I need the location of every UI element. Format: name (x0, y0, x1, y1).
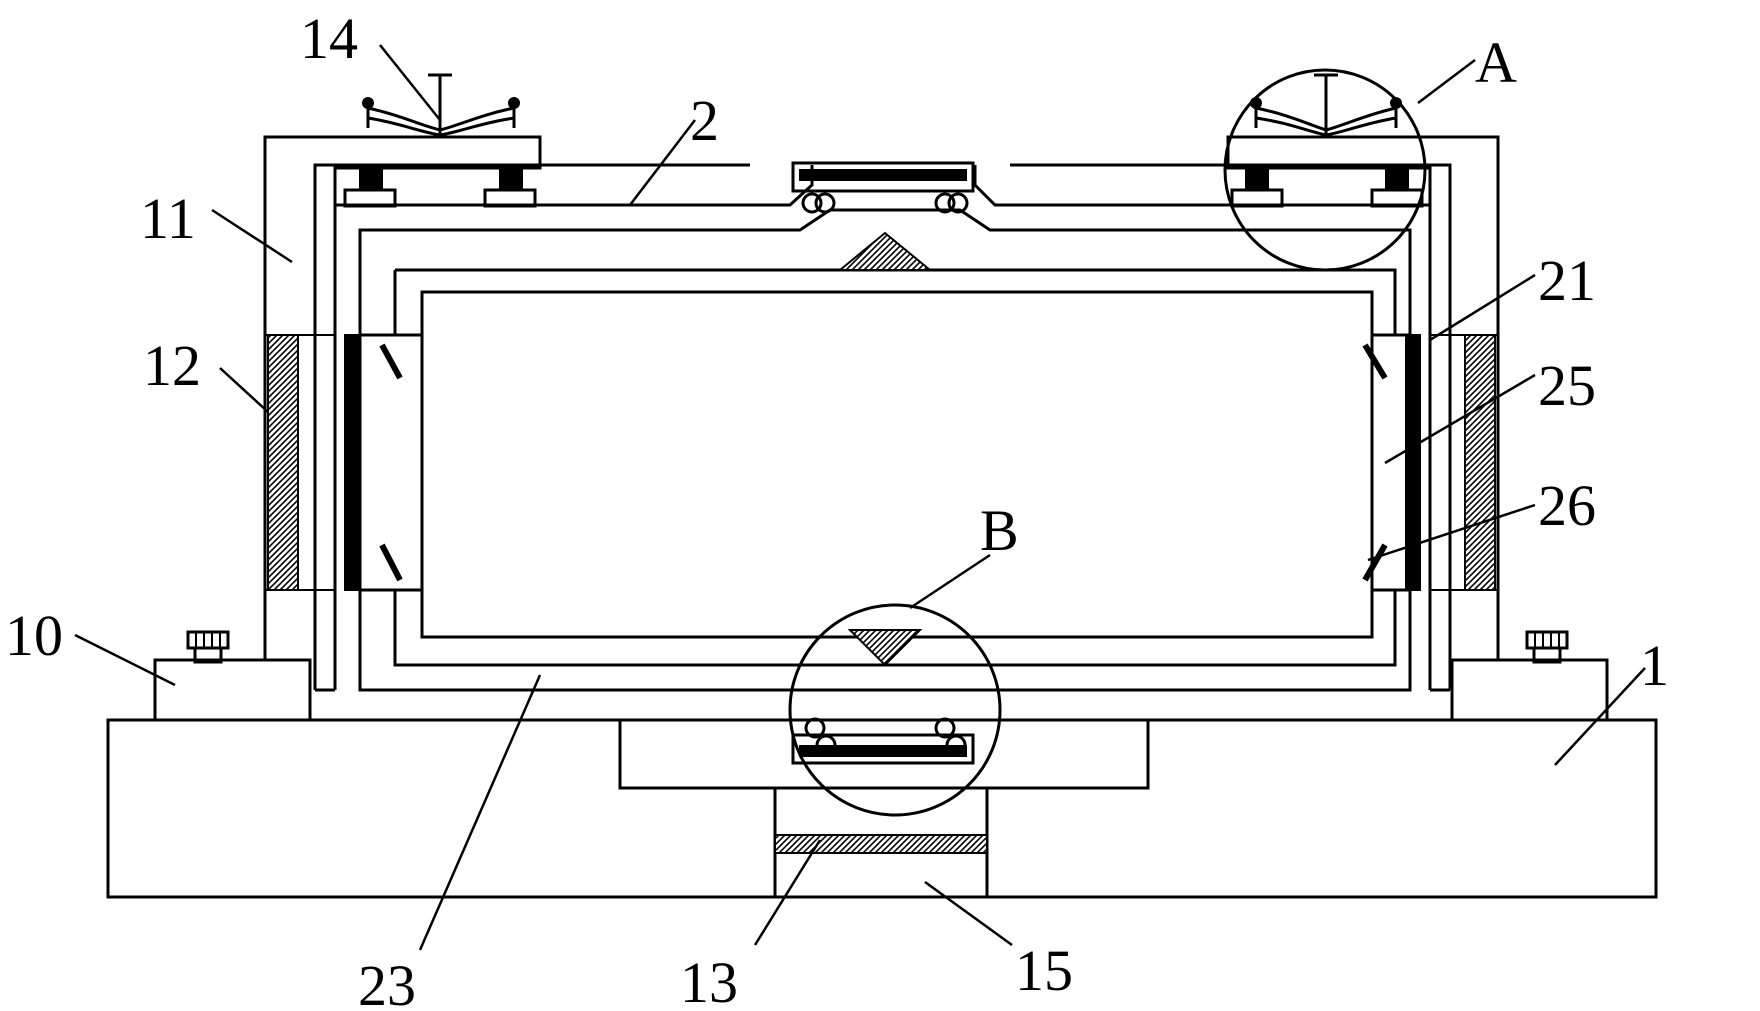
housing-middle (360, 210, 1410, 690)
clip-bottom-right (1365, 545, 1385, 580)
label-11: 11 (140, 186, 196, 251)
label-26: 26 (1538, 473, 1596, 538)
leader-a (1418, 60, 1475, 103)
leader-13 (755, 840, 820, 945)
leader-14 (380, 45, 440, 120)
label-21: 21 (1538, 248, 1596, 313)
leader-21 (1430, 275, 1535, 340)
left-post-inner (315, 165, 750, 690)
clip-top-right (1365, 345, 1385, 378)
side-frame-left (265, 137, 540, 660)
label-14: 14 (300, 6, 358, 71)
side-frame-right (1228, 137, 1498, 660)
leader-11 (212, 210, 292, 262)
leader-b (910, 555, 990, 608)
bolt-left (188, 632, 228, 662)
label-23: 23 (358, 953, 416, 1011)
main-box (422, 292, 1372, 637)
base-plate-right (1452, 660, 1607, 720)
base-plate-left (155, 660, 310, 720)
right-post-inner-2 (1430, 200, 1450, 690)
right-post-inner (1010, 165, 1450, 690)
label-a: A (1475, 30, 1517, 95)
label-b: B (980, 498, 1019, 563)
guide-rail-left-inner (345, 335, 359, 590)
adjuster-left (345, 75, 535, 206)
label-13: 13 (680, 950, 738, 1011)
leader-1 (1555, 668, 1645, 765)
label-2: 2 (690, 88, 719, 153)
leader-23 (420, 675, 540, 950)
clip-top-left (382, 345, 400, 378)
label-10: 10 (5, 603, 63, 668)
guide-rail-left-outer (268, 335, 298, 590)
left-post-inner-2 (315, 200, 335, 690)
guide-rail-right-inner (1406, 335, 1420, 590)
bottom-clamp (793, 719, 973, 763)
top-wedge (840, 233, 930, 270)
label-1: 1 (1640, 633, 1669, 698)
leader-12 (220, 368, 268, 412)
clip-bottom-left (382, 545, 400, 580)
label-15: 15 (1015, 938, 1073, 1003)
bottom-wedge (850, 630, 920, 665)
bottom-hatch-band (775, 835, 987, 853)
bolt-right (1527, 632, 1567, 662)
label-12: 12 (143, 333, 201, 398)
top-clamp (793, 163, 973, 212)
guide-rail-right-outer (1465, 335, 1495, 590)
leader-15 (925, 882, 1012, 945)
leader-2 (630, 120, 695, 205)
label-25: 25 (1538, 353, 1596, 418)
